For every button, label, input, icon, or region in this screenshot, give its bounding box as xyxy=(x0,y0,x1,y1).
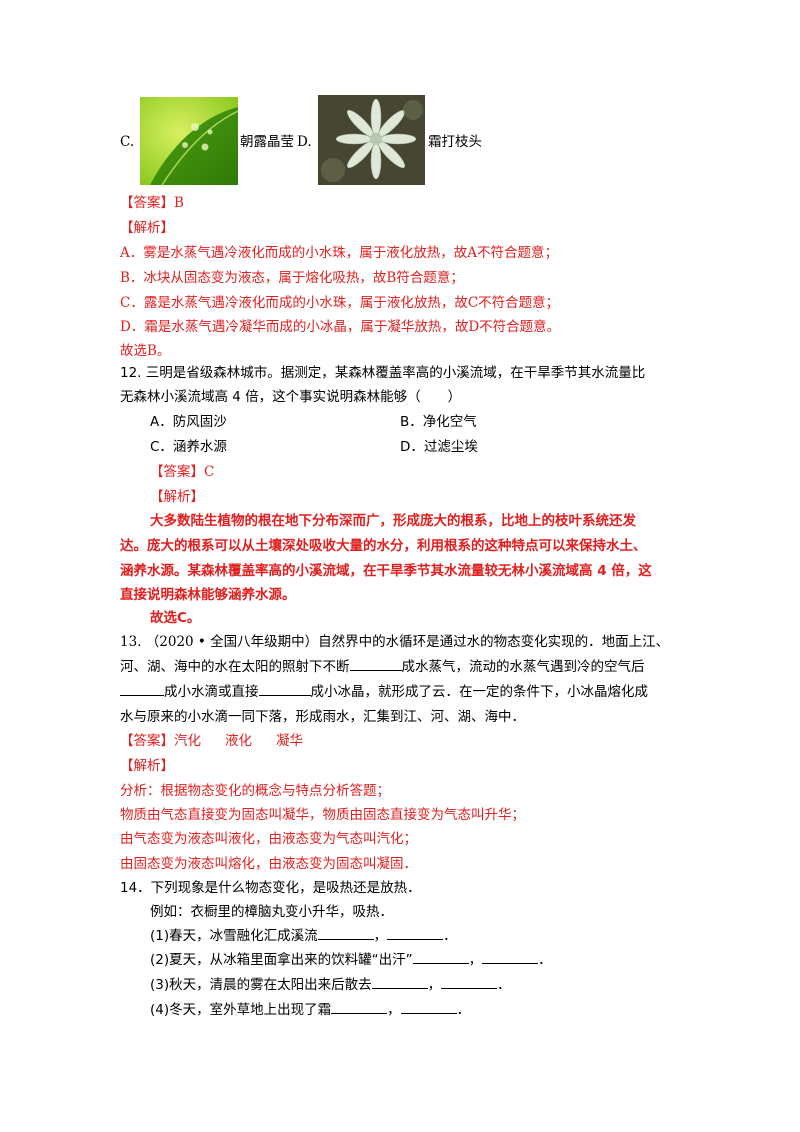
q12-stem-line2: 无森林小溪流域高 4 倍，这个事实说明森林能够（ ） xyxy=(120,389,462,405)
q11-conclusion: 故选B。 xyxy=(120,343,171,359)
q14-stem: 14．下列现象是什么物态变化，是吸热还是放热． xyxy=(120,880,421,896)
q12-option-a: A．防风固沙 xyxy=(150,414,227,430)
frost-plant-image xyxy=(318,95,425,185)
q13-analysis-2: 物质由气态直接变为固态叫凝华，物质由固态直接变为气态叫升华； xyxy=(120,807,525,823)
q13-blank-1[interactable] xyxy=(349,658,402,671)
q14-item-4-blank-a[interactable] xyxy=(331,1001,388,1014)
q13-analysis-3: 由气态变为液态叫液化，由液态变为气态叫汽化； xyxy=(120,831,417,847)
q14-item-3-blank-a[interactable] xyxy=(371,976,428,989)
q14-example: 例如：衣橱里的樟脑丸变小升华，吸热． xyxy=(150,904,393,920)
q11-analysis-d: D．霜是水蒸气遇冷凝华而成的小冰晶，属于凝华放热，故D不符合题意。 xyxy=(120,319,561,335)
q12-explanation-4: 直接说明森林能够涵养水源。 xyxy=(120,587,296,603)
q12-answer-value: C xyxy=(204,464,215,480)
q12-option-b: B．净化空气 xyxy=(400,414,477,430)
q13-analysis-label: 【解析】 xyxy=(120,758,174,774)
q13-answer-2: 液化 xyxy=(225,733,252,749)
q13-stem-text2b: 成水蒸气，流动的水蒸气遇到冷的空气后 xyxy=(401,659,645,675)
q12-analysis-label: 【解析】 xyxy=(150,489,204,505)
q14-item-1-blank-b[interactable] xyxy=(387,927,444,940)
option-d-prefix: D. xyxy=(297,134,312,150)
q13-number: 13. （2020 • xyxy=(120,634,211,650)
q14-item-2-period: ． xyxy=(538,952,552,968)
q14-item-4-blank-b[interactable] xyxy=(400,1001,457,1014)
option-c-prefix: C. xyxy=(120,134,135,150)
q14-item-4-period: ． xyxy=(456,1002,471,1018)
q12-answer-tag: 【答案】 xyxy=(150,464,204,480)
q13-answer-3: 凝华 xyxy=(276,733,303,749)
q13-stem-text2a: 河、湖、海中的水在太阳的照射下不断 xyxy=(120,659,350,675)
q13-blank-2[interactable] xyxy=(120,683,164,696)
q14-item-3-period: ． xyxy=(497,977,511,993)
q11-answer: 【答案】B xyxy=(120,195,184,211)
q12-conclusion: 故选C。 xyxy=(150,610,201,626)
q13-answer-1: 汽化 xyxy=(174,733,201,749)
q14-item-2-blank-b[interactable] xyxy=(482,951,539,964)
q14-item-1-text: (1)春天，冰雪融化汇成溪流 xyxy=(150,928,318,944)
q14-item-1-period: ． xyxy=(443,928,457,944)
dew-leaf-image xyxy=(140,97,239,186)
q14-item-1-blank-a[interactable] xyxy=(317,927,374,940)
q11-analysis-a: A．雾是水蒸气遇冷液化而成的小水珠，属于液化放热，故A不符合题意； xyxy=(120,245,558,261)
q14-item-3-blank-b[interactable] xyxy=(441,976,498,989)
q13-stem-text3b: 成小冰晶，就形成了云．在一定的条件下，小冰晶熔化成 xyxy=(310,684,649,700)
q13-answer-tag: 【答案】 xyxy=(120,733,174,749)
option-c-label: 朝露晶莹 xyxy=(240,134,294,150)
q12-explanation-2: 达。庞大的根系可以从土壤深处吸收大量的水分，利用根系的这种特点可以来保持水土、 xyxy=(120,538,647,554)
q14-item-2-blank-a[interactable] xyxy=(412,951,469,964)
q14-item-3-text: (3)秋天，清晨的雾在太阳出来后散去 xyxy=(150,977,372,993)
q13-source: 全国八年级期中 xyxy=(210,634,305,650)
q13-stem-line3: 成小水滴或直接 成小冰晶，就形成了云．在一定的条件下，小冰晶熔化成 xyxy=(120,683,648,701)
q12-stem-line1: 12. 三明是省级森林城市。据测定，某森林覆盖率高的小溪流域，在干旱季节其水流量… xyxy=(120,365,646,381)
q11-analysis-c: C．露是水蒸气遇冷液化而成的小水珠，属于液化放热，故C不符合题意； xyxy=(120,295,560,311)
q14-item-4-text: (4)冬天，室外草地上出现了霜 xyxy=(150,1002,332,1018)
q14-item-2-text: (2)夏天，从冰箱里面拿出来的饮料罐“出汗” xyxy=(150,952,413,968)
option-d-label: 霜打枝头 xyxy=(428,134,482,150)
q13-blank-3[interactable] xyxy=(258,683,311,696)
q13-stem-text3a: 成小水滴或直接 xyxy=(164,684,259,700)
q14-item-1-comma: ， xyxy=(373,928,388,944)
q13-stem-line4: 水与原来的小水滴一同下落，形成雨水，汇集到江、河、湖、海中． xyxy=(120,709,525,725)
q12-explanation-1: 大多数陆生植物的根在地下分布深而广，形成庞大的根系，比地上的枝叶系统还发 xyxy=(150,513,636,529)
q12-explanation-3: 涵养水源。某森林覆盖率高的小溪流域，在干旱季节其水流量较无林小溪流域高 4 倍，… xyxy=(120,563,652,579)
q14-item-2: (2)夏天，从冰箱里面拿出来的饮料罐“出汗” ， ． xyxy=(150,951,552,969)
q11-analysis-label: 【解析】 xyxy=(120,220,174,236)
q12-answer: 【答案】C xyxy=(150,463,214,481)
q14-item-4-comma: ， xyxy=(387,1002,401,1018)
q12-option-d: D．过滤尘埃 xyxy=(400,439,478,455)
q13-stem-line2: 河、湖、海中的水在太阳的照射下不断 成水蒸气，流动的水蒸气遇到冷的空气后 xyxy=(120,658,645,676)
q14-item-3-comma: ， xyxy=(427,977,442,993)
q13-analysis-1: 分析：根据物态变化的概念与特点分析答题； xyxy=(120,783,390,799)
q11-analysis-b: B．冰块从固态变为液态，属于熔化吸热，故B符合题意； xyxy=(120,270,464,286)
q13-answer: 【答案】汽化 液化 凝华 xyxy=(120,732,303,750)
q13-stem-line1: 13. （2020 • 全国八年级期中）自然界中的水循环是通过水的物态变化实现的… xyxy=(120,633,669,651)
q14-item-2-comma: ， xyxy=(468,952,483,968)
q14-item-3: (3)秋天，清晨的雾在太阳出来后散去 ， ． xyxy=(150,976,511,994)
q13-analysis-4: 由固态变为液态叫熔化，由液态变为固态叫凝固． xyxy=(120,856,417,872)
q13-stem-text1: ）自然界中的水循环是通过水的物态变化实现的．地面上江、 xyxy=(304,634,670,650)
q14-item-1: (1)春天，冰雪融化汇成溪流 ， ． xyxy=(150,927,457,945)
q12-option-c: C．涵养水源 xyxy=(150,439,227,455)
q14-item-4: (4)冬天，室外草地上出现了霜 ， ． xyxy=(150,1001,470,1019)
